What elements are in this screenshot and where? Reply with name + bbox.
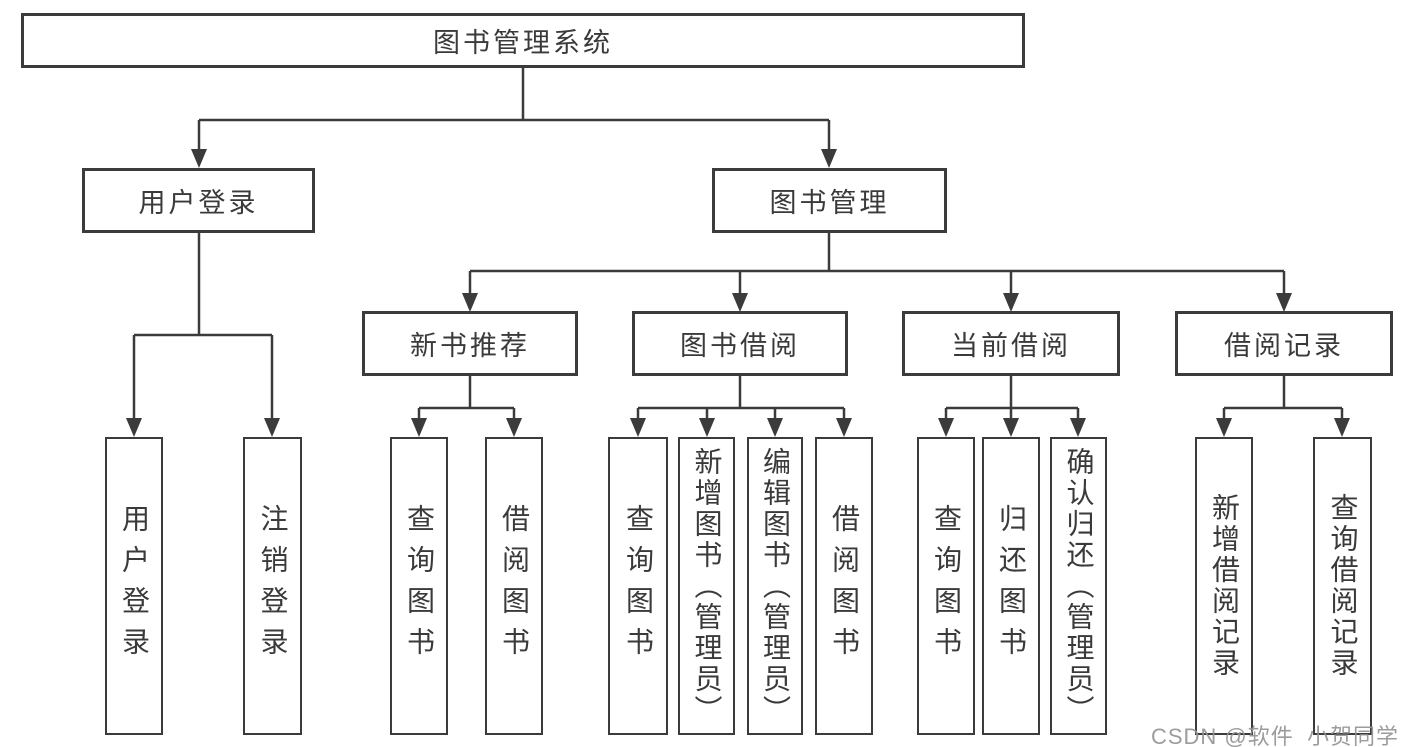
node-label: 当前借阅 (951, 331, 1071, 361)
arrow-down-icon (126, 418, 142, 437)
arrow-down-icon (821, 149, 837, 168)
arrow-down-icon (1276, 293, 1292, 312)
connector-user-login-to-leaves (132, 233, 274, 421)
connector-book-management-to-level3 (468, 233, 1286, 296)
arrow-down-icon (1003, 293, 1019, 312)
arrow-down-icon (506, 418, 522, 437)
node-borrow-records: 借阅记录 (1175, 311, 1393, 376)
leaf-return-books: 归还图书 (982, 437, 1040, 735)
leaf-label: 查询图书 (623, 504, 654, 668)
arrow-down-icon (1070, 418, 1086, 437)
leaf-label: 用户登录 (119, 504, 150, 668)
leaf-label: 查询图书 (931, 504, 962, 668)
node-book-borrow: 图书借阅 (632, 311, 848, 376)
connector-book-borrow-to-leaves (636, 375, 846, 421)
leaf-label: 确认归还（管理员） (1063, 446, 1095, 726)
leaf-user-login: 用户登录 (105, 437, 163, 735)
arrowheads-level2 (191, 149, 837, 168)
arrow-down-icon (767, 418, 783, 437)
leaf-label: 新增借阅记录 (1209, 493, 1240, 679)
arrowheads-level3 (462, 293, 1292, 312)
node-label: 图书管理系统 (433, 28, 613, 58)
node-current-borrow: 当前借阅 (902, 311, 1120, 376)
arrow-down-icon (732, 293, 748, 312)
arrow-down-icon (264, 418, 280, 437)
node-label: 用户登录 (138, 188, 259, 218)
leaf-add-borrow-record: 新增借阅记录 (1195, 437, 1253, 735)
leaf-edit-book-admin: 编辑图书（管理员） (747, 437, 803, 735)
leaf-logout: 注销登录 (243, 437, 302, 735)
connector-borrow-records-to-leaves (1222, 375, 1344, 421)
node-label: 借阅记录 (1224, 331, 1344, 361)
connector-current-borrow-to-leaves (944, 375, 1080, 421)
leaf-label: 注销登录 (257, 504, 289, 668)
leaf-label: 编辑图书（管理员） (760, 446, 791, 726)
arrow-down-icon (191, 149, 207, 168)
leaf-query-books-1: 查询图书 (390, 437, 448, 735)
connector-new-book-recommend-to-leaves (417, 375, 516, 421)
node-book-management: 图书管理 (712, 168, 947, 233)
csdn-watermark: CSDN @软件_小贺同学 (1150, 724, 1399, 747)
leaf-label: 新增图书（管理员） (691, 446, 723, 726)
node-user-login: 用户登录 (82, 168, 315, 233)
node-label: 图书管理 (769, 188, 890, 218)
node-label: 新书推荐 (410, 331, 530, 361)
leaf-confirm-return-admin: 确认归还（管理员） (1050, 437, 1107, 735)
node-new-book-recommend: 新书推荐 (362, 311, 578, 376)
arrow-down-icon (699, 418, 715, 437)
leaf-query-books-2: 查询图书 (608, 437, 668, 735)
arrow-down-icon (630, 418, 646, 437)
connector-root-to-level2 (197, 68, 831, 152)
arrow-down-icon (938, 418, 954, 437)
arrowheads-leaves (126, 418, 1350, 437)
leaf-label: 归还图书 (996, 504, 1027, 668)
leaf-label: 借阅图书 (499, 504, 530, 668)
leaf-label: 查询图书 (404, 504, 435, 668)
arrow-down-icon (462, 293, 478, 312)
leaf-borrow-books-2: 借阅图书 (815, 437, 873, 735)
leaf-add-book-admin: 新增图书（管理员） (678, 437, 735, 735)
node-label: 图书借阅 (680, 331, 800, 361)
leaf-borrow-books-1: 借阅图书 (485, 437, 543, 735)
arrow-down-icon (1003, 418, 1019, 437)
arrow-down-icon (836, 418, 852, 437)
arrow-down-icon (1334, 418, 1350, 437)
node-library-management-system: 图书管理系统 (21, 13, 1025, 68)
arrow-down-icon (411, 418, 427, 437)
leaf-query-books-3: 查询图书 (917, 437, 975, 735)
leaf-query-borrow-record: 查询借阅记录 (1313, 437, 1372, 735)
leaf-label: 借阅图书 (829, 504, 860, 668)
leaf-label: 查询借阅记录 (1327, 493, 1359, 679)
arrow-down-icon (1216, 418, 1232, 437)
